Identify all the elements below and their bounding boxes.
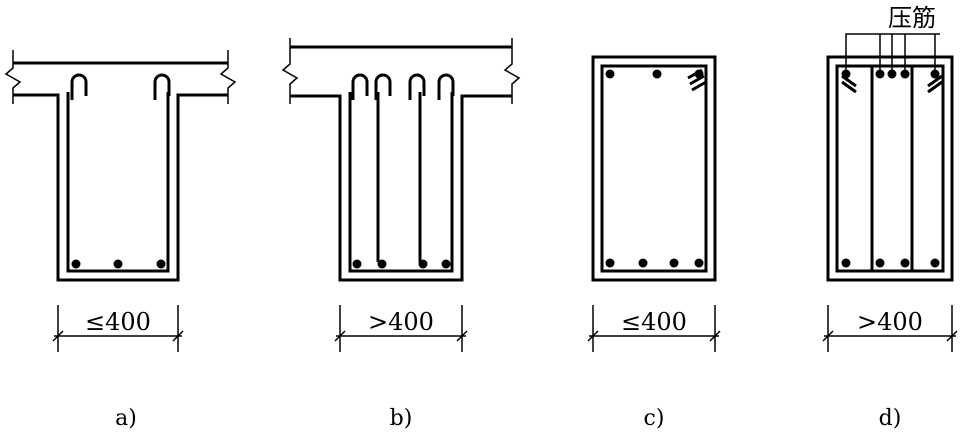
panel-d-stirrup-inner: [870, 66, 914, 271]
panel-b-hook: [374, 73, 392, 100]
panel-d-bar: [930, 258, 940, 268]
panel-d-bar: [875, 258, 885, 268]
panel-c-section-outline: [591, 55, 717, 282]
panel-b-bar: [377, 259, 387, 269]
panel-b-caption: b): [390, 406, 413, 431]
panel-a-bar: [113, 259, 123, 269]
panel-b-break-right: [503, 38, 521, 104]
panel-a-beam-outline: [13, 61, 228, 282]
panel-b-stirrup-outer: [348, 92, 454, 273]
panel-d-caption: d): [879, 406, 902, 431]
panel-c: ≤400 c): [587, 55, 721, 431]
panel-c-dimension-label: ≤400: [621, 308, 687, 336]
panel-a-dimension-line: [52, 305, 184, 352]
panel-d-bar: [930, 69, 940, 79]
panel-d-bar: [900, 258, 910, 268]
panel-d-dimension-line: [822, 305, 958, 352]
panel-a-break-right: [219, 50, 237, 104]
panel-b-bar: [418, 259, 428, 269]
panel-a-stirrup: [66, 92, 170, 273]
panel-d-section-outline: [826, 55, 954, 282]
panel-a: ≤400 a): [4, 50, 237, 431]
panel-c-bar: [638, 258, 648, 268]
panel-b: >400 b): [281, 38, 521, 431]
panel-d-bar: [875, 69, 885, 79]
panel-b-break-left: [281, 38, 299, 104]
panel-c-bar: [652, 69, 662, 79]
panel-c-dimension-line: [587, 305, 721, 352]
panel-b-dimension-label: >400: [368, 308, 434, 336]
panel-d-bar: [887, 69, 897, 79]
panel-a-caption: a): [115, 406, 137, 431]
panel-c-stirrup: [600, 64, 708, 273]
panel-b-hook: [351, 73, 369, 100]
panel-b-bar: [352, 259, 362, 269]
panel-a-break-left: [4, 50, 22, 104]
panel-b-hook: [408, 73, 426, 100]
panel-d-bar: [900, 69, 910, 79]
panel-a-bar: [156, 259, 166, 269]
panel-c-bar: [694, 258, 704, 268]
panel-b-dimension-line: [334, 305, 468, 352]
panel-c-bar: [605, 69, 615, 79]
panel-b-hook: [437, 73, 455, 100]
panel-d-dimension-label: >400: [857, 308, 923, 336]
panel-b-bar: [441, 259, 451, 269]
panel-a-dimension-label: ≤400: [85, 308, 151, 336]
panel-c-bar: [669, 258, 679, 268]
panel-a-bar: [71, 259, 81, 269]
panel-d-bar: [841, 258, 851, 268]
compression-rebar-label: 压筋: [888, 4, 936, 32]
panel-d: 压筋 >400 d): [822, 4, 958, 431]
panel-a-hook-left: [70, 73, 88, 100]
panel-d-stirrup: [835, 64, 945, 273]
panel-c-bar: [694, 69, 704, 79]
panel-d-leader-lines: [845, 33, 940, 70]
panel-d-bar: [841, 69, 851, 79]
panel-c-bar: [605, 258, 615, 268]
panel-d-hook-mark: [841, 74, 943, 94]
panel-c-caption: c): [644, 406, 665, 431]
panel-b-stirrup-inner: [376, 92, 422, 262]
panel-a-hook-right: [153, 73, 171, 100]
panel-b-beam-outline: [290, 45, 512, 282]
